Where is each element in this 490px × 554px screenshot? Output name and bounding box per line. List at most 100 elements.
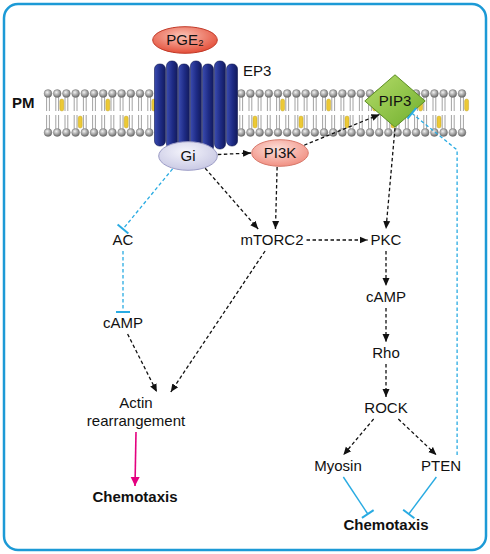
pathway-text: ROCK: [361, 397, 410, 419]
lipid-tail: [442, 97, 443, 111]
lipid-tail: [55, 115, 56, 129]
lipid-tail: [353, 97, 354, 111]
lipid-head: [339, 90, 347, 98]
lipid-head: [90, 129, 98, 137]
lipid-tail: [147, 97, 148, 111]
lipid-head: [458, 129, 466, 137]
lipid-tail: [150, 115, 151, 129]
lipid-tail: [65, 115, 66, 129]
lipid-tail: [141, 97, 142, 111]
lipid-tail: [46, 97, 47, 111]
lipid-tail: [295, 97, 296, 111]
receptor-box: EP3: [153, 60, 239, 152]
lipid-tail: [104, 115, 105, 129]
lipid-tail: [141, 115, 142, 129]
lipid-tail: [423, 115, 424, 129]
pathway-connector: [343, 477, 367, 514]
node-text: Gi: [181, 147, 196, 165]
ellipse-shape: [252, 140, 309, 167]
lipid-tail: [316, 115, 317, 129]
node-text: cAMP: [103, 314, 143, 331]
lipid-head: [375, 129, 383, 137]
lipid-tail: [460, 97, 461, 111]
lipid-head: [293, 129, 301, 137]
lipid-head: [348, 129, 356, 137]
node-text: Chemotaxis: [343, 516, 428, 533]
lipid-tail: [313, 97, 314, 111]
receptor-helix: [203, 64, 214, 152]
lipid-head: [348, 90, 356, 98]
lipid-head: [440, 129, 448, 137]
lipid-head: [247, 129, 255, 137]
receptor-helix: [215, 61, 226, 149]
lipid-tail: [46, 115, 47, 129]
lipid-head: [421, 90, 429, 98]
lipid-tail: [83, 97, 84, 111]
lipid-tail: [251, 115, 252, 129]
receptor-helix: [179, 64, 190, 152]
lipid-tail: [343, 97, 344, 111]
node-text: PTEN: [421, 457, 461, 474]
lipid-tail: [454, 115, 455, 129]
lipid-tail: [58, 115, 59, 129]
receptor-helix: [191, 61, 202, 149]
lipid-tail: [58, 97, 59, 111]
lipid-head: [274, 90, 282, 98]
lipid-tail: [322, 115, 323, 129]
lipid-tail: [67, 97, 68, 111]
node-text: PKC: [371, 231, 402, 248]
lipid-head: [237, 90, 245, 98]
lipid-head: [127, 129, 135, 137]
lipid-tail: [49, 97, 50, 111]
lipid-tail: [359, 97, 360, 111]
lipid-head: [44, 90, 52, 98]
lipid-head: [63, 90, 71, 98]
lipid-tail: [380, 115, 381, 129]
lipid-tail: [120, 97, 121, 111]
lipid-tail: [242, 97, 243, 111]
receptor-helix: [167, 61, 178, 149]
lipid-tail: [113, 97, 114, 111]
lipid-tail: [325, 115, 326, 129]
lipid-tail: [377, 115, 378, 129]
lipid-tail: [288, 97, 289, 111]
lipid-tail: [343, 115, 344, 129]
lipid-tail: [341, 97, 342, 111]
lipid-head: [302, 129, 310, 137]
pathway-connector: [122, 251, 123, 312]
pathway-text: AC: [110, 229, 137, 251]
pathway-connector: [385, 308, 386, 342]
lipid-tail: [307, 97, 308, 111]
cholesterol-mark: [281, 99, 285, 111]
lipid-tail: [49, 115, 50, 129]
pathway-text: PTEN: [418, 455, 464, 477]
lipid-tail: [261, 97, 262, 111]
lipid-tail: [113, 115, 114, 129]
lipid-tail: [55, 97, 56, 111]
lipid-tail: [433, 115, 434, 129]
lipid-tail: [129, 115, 130, 129]
lipid-head: [109, 90, 117, 98]
receptor-helix: [155, 64, 166, 146]
lipid-head: [412, 129, 420, 137]
lipid-tail: [111, 115, 112, 129]
diamond-shape: [365, 75, 425, 127]
lipid-diamond: PIP3: [364, 74, 426, 128]
lipid-head: [237, 129, 245, 137]
lipid-tail: [83, 115, 84, 129]
ellipse-shape: [159, 142, 218, 171]
lipid-head: [256, 90, 264, 98]
node-text: Actin rearrangement: [87, 394, 185, 429]
lipid-tail: [86, 115, 87, 129]
lipid-tail: [445, 115, 446, 129]
lipid-head: [118, 90, 126, 98]
lipid-tail: [304, 97, 305, 111]
lipid-head: [449, 90, 457, 98]
lipid-tail: [147, 115, 148, 129]
lipid-tail: [276, 97, 277, 111]
pathway-connector: [398, 419, 436, 455]
lipid-head: [320, 90, 328, 98]
lipid-tail: [67, 115, 68, 129]
pathway-connector: [218, 153, 251, 155]
node-text: AC: [113, 231, 134, 248]
